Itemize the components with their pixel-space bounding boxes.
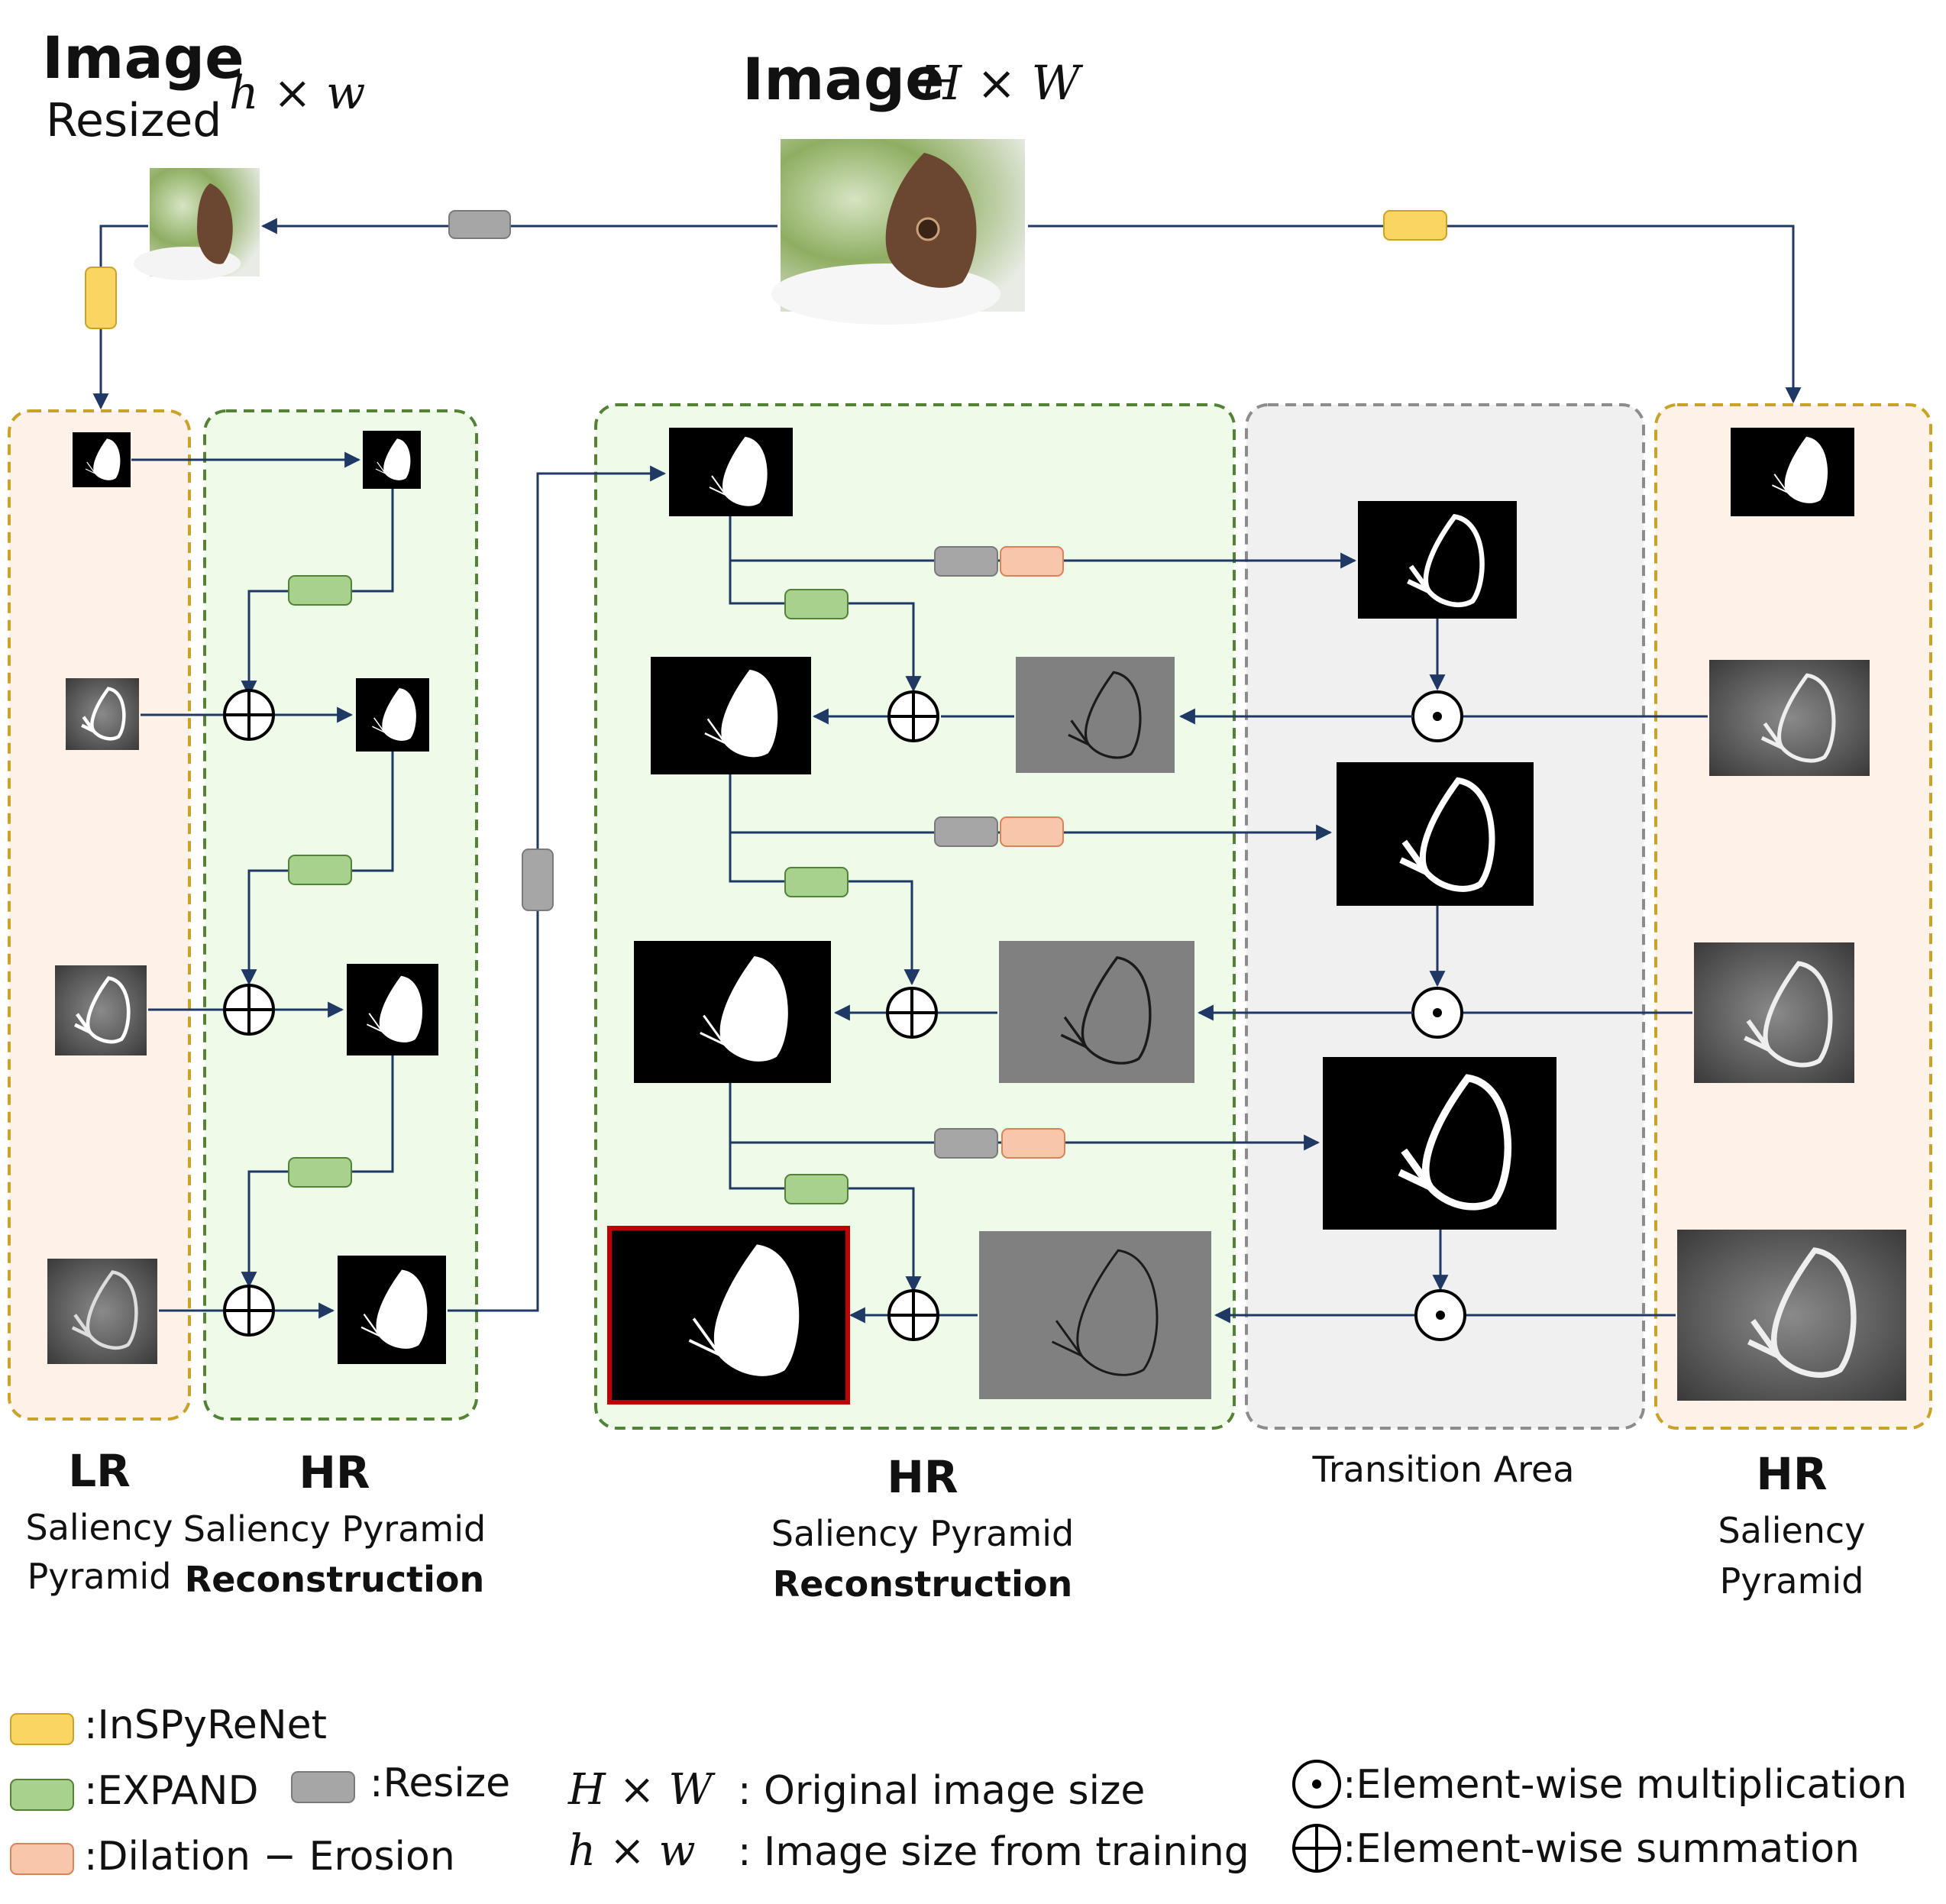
expand-block xyxy=(784,1174,849,1204)
resize-block xyxy=(522,849,554,911)
column-caption: Pyramid xyxy=(1720,1560,1864,1602)
column-caption: Saliency Pyramid xyxy=(771,1513,1074,1554)
element-wise-summation-icon xyxy=(1292,1824,1341,1873)
dilation-erosion-block xyxy=(1001,1128,1065,1159)
resized-butterfly-photo xyxy=(134,168,260,280)
legend-resize-swatch xyxy=(291,1771,355,1803)
column-title: HR xyxy=(1756,1448,1827,1500)
column-title: HR xyxy=(299,1447,370,1498)
legend-resize-label: :Resize xyxy=(370,1760,510,1806)
expand-block xyxy=(784,589,849,619)
lr-laplacian-map xyxy=(55,965,147,1055)
expand-block xyxy=(288,855,352,885)
element-wise-multiplication xyxy=(1411,987,1463,1039)
legend: :InSPyReNet :EXPAND :Resize :Dilation − … xyxy=(10,1702,1907,1880)
column-caption: Saliency xyxy=(1718,1510,1866,1551)
column-caption: Saliency xyxy=(26,1507,173,1548)
element-wise-multiplication xyxy=(1414,1289,1466,1341)
original-butterfly-photo xyxy=(771,139,1025,325)
inspyrenet-block xyxy=(1383,210,1447,241)
resize-block xyxy=(934,546,998,577)
legend-inspyrenet-swatch xyxy=(10,1713,74,1745)
resized-image-size: h × w xyxy=(229,66,365,120)
column-caption: Reconstruction xyxy=(185,1559,484,1600)
masked-laplacian-map xyxy=(979,1231,1211,1399)
hr-laplacian-map xyxy=(1677,1230,1906,1401)
masked-laplacian-map xyxy=(999,941,1194,1083)
element-wise-summation xyxy=(223,1285,275,1337)
legend-expand-swatch xyxy=(10,1779,74,1811)
lr-laplacian-map xyxy=(47,1259,157,1364)
legend-dilation-label: :Dilation − Erosion xyxy=(84,1834,455,1880)
lr-reconstruction-panel xyxy=(203,409,478,1421)
initial-hr-saliency-map xyxy=(669,428,793,516)
column-title: LR xyxy=(68,1445,131,1497)
resized-image-subtitle: Resized xyxy=(46,94,221,147)
element-wise-summation xyxy=(887,690,939,742)
expand-block xyxy=(288,575,352,606)
element-wise-summation xyxy=(886,987,938,1039)
legend-inspyrenet-label: :InSPyReNet xyxy=(84,1702,327,1748)
transition-map xyxy=(1323,1057,1556,1230)
legend-original-size-label: : Original image size xyxy=(738,1768,1145,1814)
lr-laplacian-map xyxy=(66,678,139,750)
final-output-map xyxy=(607,1228,848,1402)
hr-laplacian-map xyxy=(1694,942,1854,1083)
original-image-size: H × W xyxy=(920,55,1083,111)
reconstructed-map xyxy=(347,964,438,1055)
expand-block xyxy=(288,1157,352,1188)
inspyrenet-block xyxy=(85,267,117,329)
element-wise-multiplication xyxy=(1411,690,1463,742)
dilation-erosion-block xyxy=(1000,816,1064,847)
reconstructed-hr-map xyxy=(651,657,811,774)
element-wise-summation xyxy=(223,689,275,741)
legend-training-size-symbol: h × w xyxy=(568,1826,696,1876)
legend-original-size-symbol: H × W xyxy=(567,1765,716,1815)
reconstructed-map xyxy=(338,1256,446,1364)
transition-map xyxy=(1337,762,1534,906)
masked-laplacian-map xyxy=(1016,657,1175,773)
element-wise-summation xyxy=(887,1289,939,1341)
reconstructed-map xyxy=(356,678,429,752)
element-wise-multiplication-icon xyxy=(1292,1760,1341,1809)
reconstructed-hr-map xyxy=(634,941,831,1083)
column-caption: Transition Area xyxy=(1312,1449,1575,1490)
element-wise-summation xyxy=(223,984,275,1036)
transition-map xyxy=(1358,501,1517,619)
expand-block xyxy=(784,867,849,897)
resize-block xyxy=(934,1128,998,1159)
legend-training-size-label: : Image size from training xyxy=(738,1829,1249,1875)
hr-saliency-map xyxy=(1731,428,1854,516)
column-title: HR xyxy=(887,1451,958,1503)
column-caption: Saliency Pyramid xyxy=(183,1508,486,1550)
legend-dilation-swatch xyxy=(10,1843,74,1875)
resize-block xyxy=(934,816,998,847)
lr-saliency-map xyxy=(73,432,131,487)
original-image-title: Image xyxy=(742,45,945,113)
lr-saliency-panel xyxy=(8,409,191,1421)
legend-multiplication-label: :Element-wise multiplication xyxy=(1343,1762,1907,1808)
resize-block xyxy=(448,210,511,239)
reconstructed-map xyxy=(363,431,421,489)
column-caption: Reconstruction xyxy=(773,1563,1072,1605)
column-caption: Pyramid xyxy=(27,1556,172,1597)
legend-expand-label: :EXPAND xyxy=(84,1768,259,1814)
dilation-erosion-block xyxy=(1000,546,1064,577)
resized-image-title: Image xyxy=(42,24,244,92)
legend-summation-label: :Element-wise summation xyxy=(1343,1826,1860,1872)
hr-laplacian-map xyxy=(1709,660,1870,776)
